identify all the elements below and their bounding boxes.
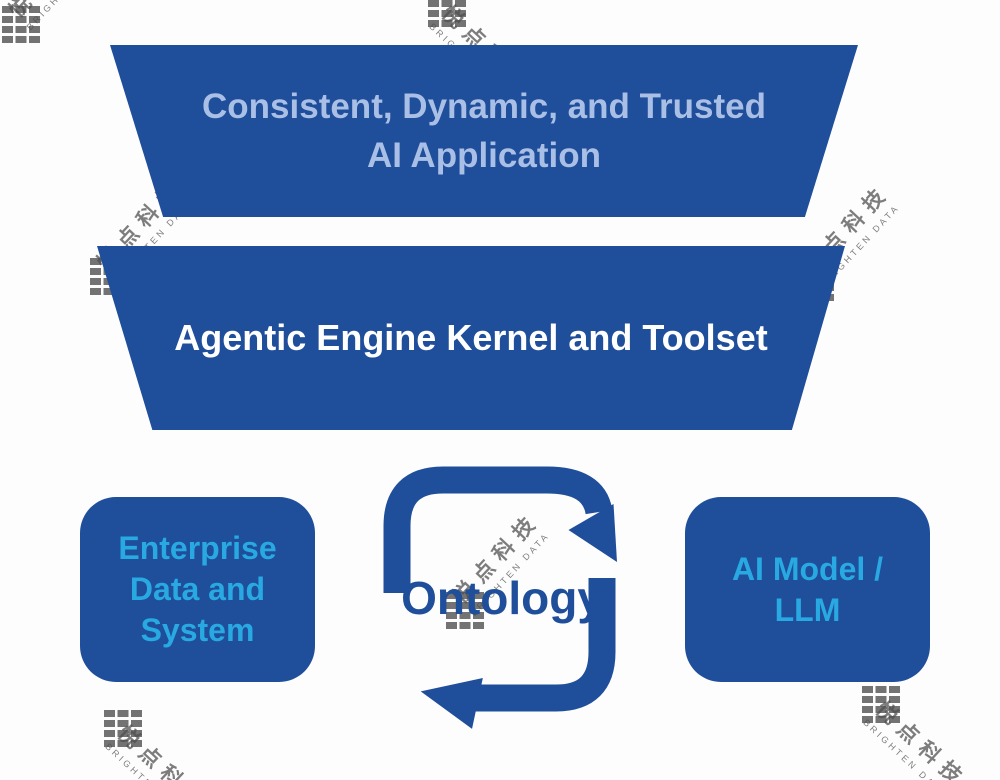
enterprise-data-box: Enterprise Data and System — [80, 497, 315, 682]
ai-application-line1: Consistent, Dynamic, and Trusted — [202, 87, 766, 126]
watermark-text: 悦点科技 BRIGHTEN DATA — [861, 694, 974, 780]
brighten-data-logo-icon — [428, 0, 466, 27]
ai-application-trapezoid: Consistent, Dynamic, and Trusted AI Appl… — [110, 45, 858, 217]
ai-model-label: AI Model / LLM — [731, 550, 884, 628]
ontology-cycle: Ontology — [352, 448, 652, 733]
brighten-data-logo-icon — [2, 6, 40, 43]
cycle-arrows-icon — [383, 466, 617, 729]
ai-model-box: AI Model / LLM — [685, 497, 930, 682]
ai-application-line2: AI Application — [367, 136, 601, 175]
agentic-engine-label: Agentic Engine Kernel and Toolset — [174, 317, 768, 358]
brighten-data-logo-icon — [446, 592, 484, 629]
agentic-engine-trapezoid: Agentic Engine Kernel and Toolset — [97, 246, 845, 430]
brighten-data-logo-icon — [104, 710, 142, 747]
brighten-data-logo-icon — [862, 686, 900, 723]
enterprise-data-label: Enterprise Data and System — [118, 530, 277, 648]
